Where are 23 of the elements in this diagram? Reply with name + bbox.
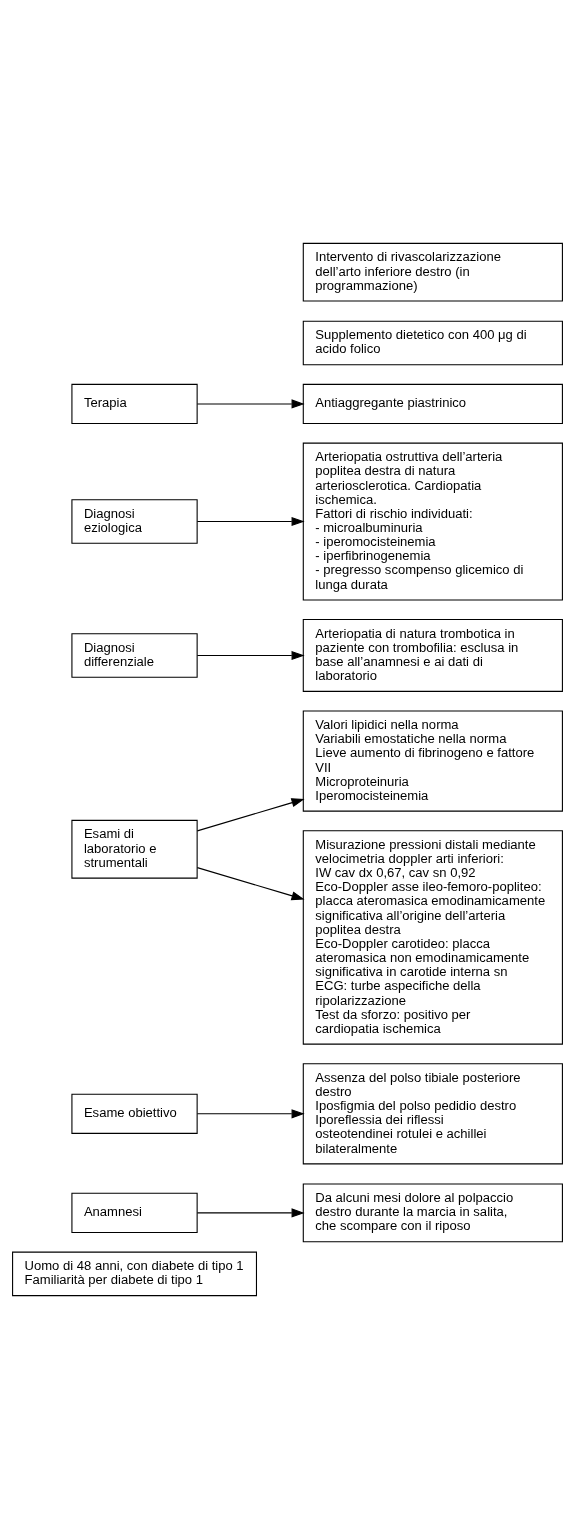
node-box: Intervento di rivascolarizzazione dell’arto inferiore destro (in programmazione)	[302, 242, 563, 302]
arrow	[196, 1207, 305, 1217]
arrow	[196, 797, 305, 831]
node-box: Valori lipidici nella norma Variabili emostatiche nella norma Lieve aumento di fibrinogeno e fattore VII Microproteinuria Iperomocisteinemia	[302, 709, 563, 812]
arrow	[196, 866, 305, 900]
node-box: Da alcuni mesi dolore al polpaccio destro durante la marcia in salita, che scompare con il riposo	[302, 1183, 563, 1242]
node-box: Esami di laboratorio e strumentali	[71, 819, 198, 879]
node-box: Diagnosi differenziale	[71, 632, 198, 678]
arrow	[196, 1108, 305, 1118]
node-box: Uomo di 48 anni, con diabete di tipo 1 Familiarità per diabete di tipo 1	[12, 1251, 257, 1296]
node-box: Terapia	[71, 383, 198, 424]
node-box: Supplemento dietetico con 400 μg di acido folico	[302, 320, 563, 365]
arrow	[196, 650, 305, 660]
node-box: Antiaggregante piastrinico	[302, 383, 563, 424]
node-box: Assenza del polso tibiale posteriore destro Iposfigmia del polso pedidio destro Iporeflessia dei riflessi osteotendinei rotulei e achillei bilateralmente	[302, 1062, 563, 1164]
arrow	[196, 516, 305, 526]
arrow	[196, 398, 305, 409]
node-box: Misurazione pressioni distali mediante velocimetria doppler arti inferiori: IW cav dx 0,67, cav sn 0,92 Eco-Doppler asse ileo-femoro-popliteo: placca ateromasica emodinamicamente significativa all’origine dell’arteria poplitea destra Eco-Doppler carotideo: placca ateromasica non emodinamicamente significativa in carotide interna sn ECG: turbe aspecifiche della ripolarizzazione Test da sforzo: positivo per cardiopatia ischemica	[302, 829, 563, 1045]
node-box: Anamnesi	[71, 1192, 198, 1233]
node-box: Esame obiettivo	[71, 1093, 198, 1134]
node-box: Arteriopatia ostruttiva dell’arteria poplitea destra di natura arteriosclerotica. Cardiopatia ischemica. Fattori di rischio individuati: - microalbuminuria - iperomocisteinemia - iperfibrinogenemia - pregresso scompenso glicemico di lunga durata	[302, 442, 563, 600]
node-box: Arteriopatia di natura trombotica in paziente con trombofilia: esclusa in base all’anamnesi e ai dati di laboratorio	[302, 618, 563, 692]
node-box: Diagnosi eziologica	[71, 498, 198, 544]
